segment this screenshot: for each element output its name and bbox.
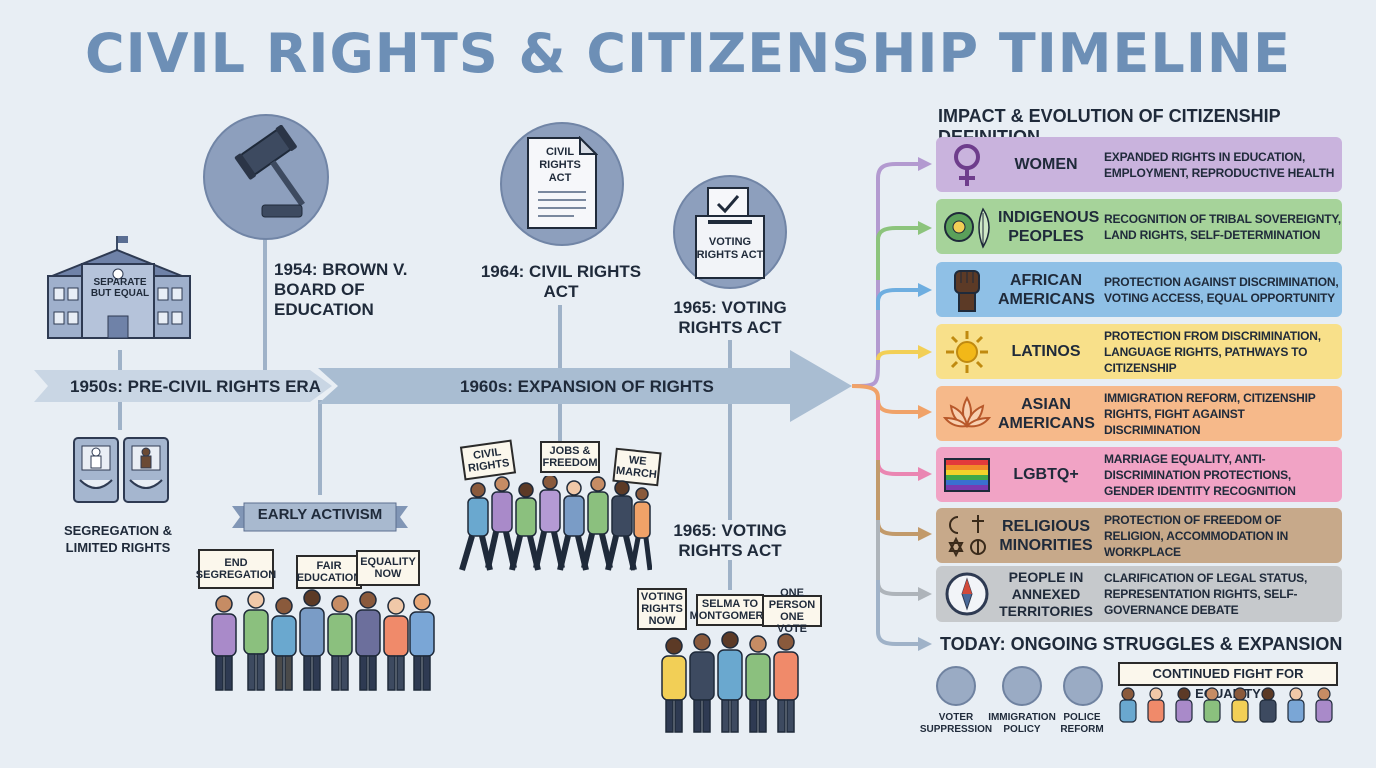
cra-label: 1964: CIVIL RIGHTS ACT [480,262,642,301]
category-desc: PROTECTION AGAINST DISCRIMINATION, VOTIN… [1104,274,1339,305]
category-name: RELIGIOUS MINORITIES [999,517,1093,554]
category-desc: EXPANDED RIGHTS IN EDUCATION, EMPLOYMENT… [1104,149,1335,180]
today-item-immigration-policy: IMMIGRATION POLICY [988,712,1056,735]
passport-icon [1002,666,1042,706]
voting-crowd-illustration [661,631,799,733]
category-name: LATINOS [1011,343,1081,360]
category-name: INDIGENOUS PEOPLES [998,208,1100,245]
connector-latinos [876,350,920,361]
cra-doc-text: CIVIL RIGHTS ACT [539,146,581,184]
category-desc: MARRIAGE EQUALITY, ANTI-DISCRIMINATION P… [1104,451,1296,498]
sign-voting-rights-now: VOTING RIGHTS NOW [637,588,687,630]
connector-today [876,580,920,646]
category-religious-minorities: RELIGIOUS MINORITIES PROTECTION OF FREED… [936,508,1342,563]
early-activism-crowd-illustration [211,589,435,691]
category-desc: PROTECTION FROM DISCRIMINATION, LANGUAGE… [1104,328,1321,375]
school-building-icon [47,236,191,339]
school-sign: SEPARATE BUT EQUAL [90,277,150,299]
category-indigenous-peoples: INDIGENOUS PEOPLES RECOGNITION OF TRIBAL… [936,199,1342,254]
connector-asian [851,384,920,414]
ballot-icon [936,666,976,706]
connector-african [876,288,920,310]
category-latinos: LATINOS PROTECTION FROM DISCRIMINATION, … [936,324,1342,379]
vra-label-top: 1965: VOTING RIGHTS ACT [673,298,787,337]
ballot-box-icon [695,187,765,279]
category-asian-americans: ASIAN AMERICANS IMMIGRATION REFORM, CITI… [936,386,1342,441]
category-desc: RECOGNITION OF TRIBAL SOVEREIGNTY, LAND … [1104,211,1341,242]
feather-icon [936,199,998,254]
connector-vra [728,340,732,520]
sign-one-person-one-vote: ONE PERSON ONE VOTE [762,587,822,635]
sign-jobs-freedom: JOBS & FREEDOM [540,441,600,473]
category-name: AFRICAN AMERICANS [998,271,1095,308]
connector-vra-bottom [728,560,732,590]
march-crowd-illustration [459,476,652,571]
vra-box-text: VOTING RIGHTS ACT [696,236,764,261]
category-annexed-territories: PEOPLE IN ANNEXED TERRITORIES CLARIFICAT… [936,566,1342,622]
category-name: WOMEN [1014,156,1078,173]
category-desc: PROTECTION OF FREEDOM OF RELIGION, ACCOM… [1104,512,1289,559]
religious-symbols-icon [936,508,998,563]
era1-ribbon [34,370,332,402]
vra-label-bottom: 1965: VOTING RIGHTS ACT [673,521,787,560]
segregated-fountains-icon [73,437,169,503]
document-icon [527,136,598,229]
era1-label: 1950s: PRE-CIVIL RIGHTS ERA [70,377,321,396]
category-name: PEOPLE IN ANNEXED TERRITORIES [999,568,1093,619]
sign-fair-education: FAIR EDUCATION [296,555,362,589]
connector-activism [318,400,322,495]
era2-label: 1960s: EXPANSION OF RIGHTS [460,377,714,396]
category-name: ASIAN AMERICANS [998,395,1095,432]
early-activism-label: EARLY ACTIVISM [257,506,383,523]
today-header: TODAY: ONGOING STRUGGLES & EXPANSION [940,634,1343,654]
today-item-voter-suppression: VOTER SUPPRESSION [919,712,993,735]
connector-brown [263,205,267,370]
rainbow-flag-icon [936,447,998,502]
category-lgbtq: LGBTQ+ MARRIAGE EQUALITY, ANTI-DISCRIMIN… [936,447,1342,502]
category-desc: CLARIFICATION OF LEGAL STATUS, REPRESENT… [1104,571,1308,617]
raised-fist-icon [936,262,998,317]
sign-end-segregation: END SEGREGATION [196,549,276,589]
gavel-circle [203,114,329,240]
connector-women [851,162,920,388]
sun-icon [936,324,998,379]
gavel-icon [234,125,305,218]
page-title: CIVIL RIGHTS & CITIZENSHIP TIMELINE [85,22,1291,85]
connector-indigenous [876,226,920,280]
sign-selma-to-montgomery: SELMA TO MONTGOMERY [690,594,770,626]
continued-fight-banner: CONTINUED FIGHT FOR EQUALITY [1118,662,1338,701]
category-name: LGBTQ+ [1013,466,1079,483]
united-people-illustration [1119,687,1333,723]
category-connectors [851,162,920,646]
police-cap-icon [1063,666,1103,706]
era2-arrow [318,350,852,422]
category-women: WOMEN EXPANDED RIGHTS IN EDUCATION, EMPL… [936,137,1342,192]
brown-label: 1954: BROWN V. BOARD OF EDUCATION [274,260,408,319]
today-item-police-reform: POLICE REFORM [1060,712,1104,735]
female-symbol-icon [936,137,998,192]
sign-civil-rights: CIVIL RIGHTS [459,439,517,481]
sign-equality-now: EQUALITY NOW [356,550,420,586]
category-desc: IMMIGRATION REFORM, CITIZENSHIP RIGHTS, … [1104,390,1316,437]
compass-icon [936,566,998,622]
early-activism-banner [232,502,408,532]
connector-arrowheads [918,157,932,651]
category-african-americans: AFRICAN AMERICANS PROTECTION AGAINST DIS… [936,262,1342,317]
lotus-icon [936,386,998,441]
segregation-label: SEGREGATION & LIMITED RIGHTS [63,523,173,555]
